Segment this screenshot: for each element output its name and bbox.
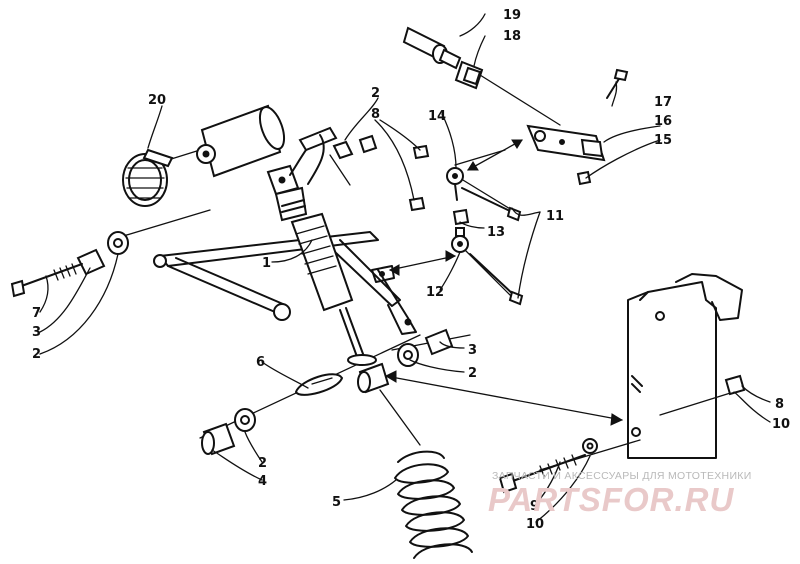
callout-7: 7 xyxy=(32,306,41,321)
callout-12: 12 xyxy=(426,285,444,300)
callout-17: 17 xyxy=(654,95,672,110)
callout-labels: 20 19 18 17 16 15 14 13 12 11 2 8 1 7 3 … xyxy=(32,8,790,532)
callout-2-bottom: 2 xyxy=(258,456,267,471)
callout-6: 6 xyxy=(256,355,265,370)
hose-clamp xyxy=(122,148,174,207)
adjuster-lever xyxy=(526,124,606,162)
callout-3-left: 3 xyxy=(32,325,41,340)
shock-absorber xyxy=(266,126,367,366)
rod-ends xyxy=(446,167,469,253)
adjuster-knob xyxy=(402,26,484,90)
callout-14: 14 xyxy=(428,109,446,124)
callout-10-right: 10 xyxy=(772,417,790,432)
callout-5: 5 xyxy=(332,495,341,510)
swing-arm xyxy=(153,231,417,335)
callout-10-bottom: 10 xyxy=(526,517,544,532)
callout-11: 11 xyxy=(546,209,564,224)
callout-18: 18 xyxy=(503,29,521,44)
callout-20: 20 xyxy=(148,93,166,108)
pivot-pin xyxy=(294,373,344,396)
reservoir-canister xyxy=(196,104,286,178)
callout-13: 13 xyxy=(487,225,505,240)
callout-2-top: 2 xyxy=(371,86,380,101)
callout-3-right: 3 xyxy=(468,343,477,358)
callout-8-right: 8 xyxy=(775,397,784,412)
nuts-and-washers xyxy=(332,134,746,454)
coil-spring xyxy=(394,450,473,559)
chassis-bracket xyxy=(627,273,743,459)
callout-4: 4 xyxy=(258,474,267,489)
bolts xyxy=(10,68,629,494)
callout-15: 15 xyxy=(654,133,672,148)
assembly-arrows xyxy=(384,139,624,426)
bushings-and-spacers xyxy=(76,231,454,456)
watermark-tagline: ЗАПЧАСТИ И АКСЕССУАРЫ ДЛЯ МОТОТЕХНИКИ xyxy=(492,470,752,482)
callout-19: 19 xyxy=(503,8,521,23)
callout-8-top: 8 xyxy=(371,107,380,122)
callout-leaders xyxy=(39,13,771,523)
callout-9: 9 xyxy=(530,499,539,514)
callout-2-right: 2 xyxy=(468,366,477,381)
callout-16: 16 xyxy=(654,114,672,129)
callout-2-left: 2 xyxy=(32,347,41,362)
watermark-logo: PARTSFOR.RU xyxy=(488,481,735,518)
callout-1: 1 xyxy=(262,256,271,271)
